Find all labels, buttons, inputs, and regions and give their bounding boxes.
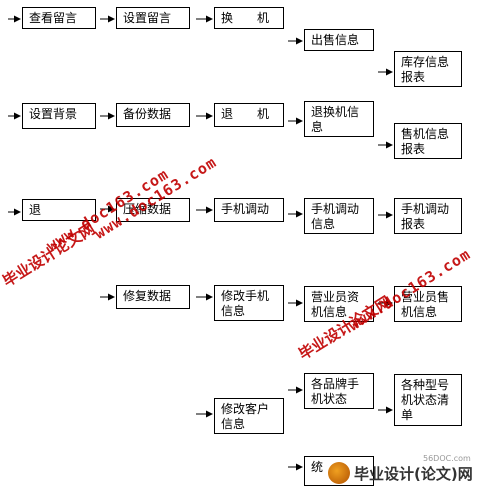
inventory-report-node: 库存信息 报表 (394, 51, 462, 87)
set-background-node: 设置背景 (22, 103, 96, 129)
phone-transfer-node: 手机调动 (214, 198, 284, 222)
modify-customer-info-node: 修改客户 信息 (214, 398, 284, 434)
exit-node: 退 (22, 199, 96, 221)
return-phone-node: 退 机 (214, 103, 284, 127)
set-messages-node: 设置留言 (116, 7, 190, 29)
modify-phone-info-node: 修改手机 信息 (214, 285, 284, 321)
staff-sales-info-node: 营业员售 机信息 (394, 286, 462, 322)
backup-data-node: 备份数据 (116, 103, 190, 127)
exchange-node: 换 机 (214, 7, 284, 29)
staff-info-node: 营业员资 机信息 (304, 286, 374, 322)
repair-data-node: 修复数据 (116, 285, 190, 309)
logo-text: 毕业设计(论文)网 (354, 464, 473, 483)
return-exchange-info-node: 退换机信息 (304, 101, 374, 137)
brand-status-node: 各品牌手 机状态 (304, 373, 374, 409)
logo-icon (328, 462, 350, 484)
phone-transfer-report-node: 手机调动 报表 (394, 198, 462, 234)
footer-logo: 毕业设计(论文)网 (328, 460, 486, 486)
phone-transfer-info-node: 手机调动 信息 (304, 198, 374, 234)
model-status-list-node: 各种型号 机状态清 单 (394, 374, 462, 426)
sales-report-node: 售机信息 报表 (394, 123, 462, 159)
compress-data-node: 压缩数据 (116, 198, 190, 222)
view-messages-node: 查看留言 (22, 7, 96, 29)
watermark-small-mark: 56DOC.com (423, 454, 471, 463)
sales-info-node: 出售信息 (304, 29, 374, 51)
